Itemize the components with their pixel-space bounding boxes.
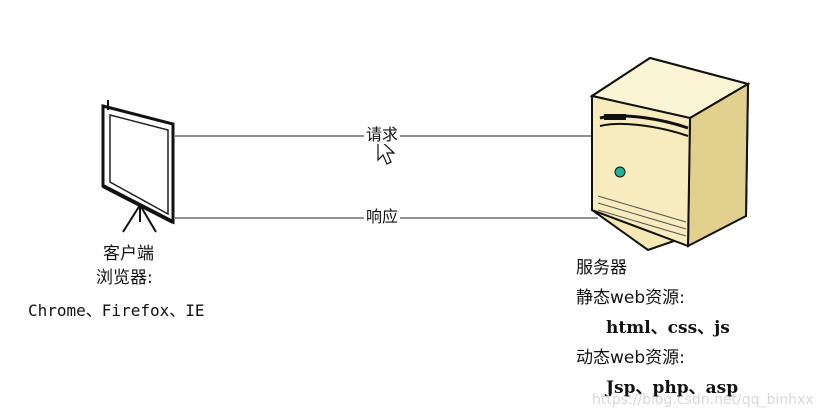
projector-screen-icon bbox=[101, 100, 175, 233]
server-title: 服务器 bbox=[576, 258, 627, 278]
request-label: 请求 bbox=[364, 125, 401, 144]
browser-examples: Chrome、Firefox、IE bbox=[28, 301, 205, 320]
client-title: 客户端 bbox=[103, 244, 154, 264]
server-tower-icon bbox=[589, 56, 751, 252]
watermark: https://blog.csdn.net/qq_binhxx bbox=[592, 392, 814, 408]
static-resources-heading: 静态web资源: bbox=[576, 288, 685, 308]
mouse-cursor-icon bbox=[377, 136, 396, 165]
client-subtitle: 浏览器: bbox=[96, 268, 153, 288]
dynamic-resources-heading: 动态web资源: bbox=[576, 348, 685, 368]
static-resources-items: html、css、js bbox=[606, 318, 730, 338]
dynamic-resources-items: Jsp、php、asp bbox=[606, 378, 739, 398]
response-label: 响应 bbox=[364, 207, 401, 226]
